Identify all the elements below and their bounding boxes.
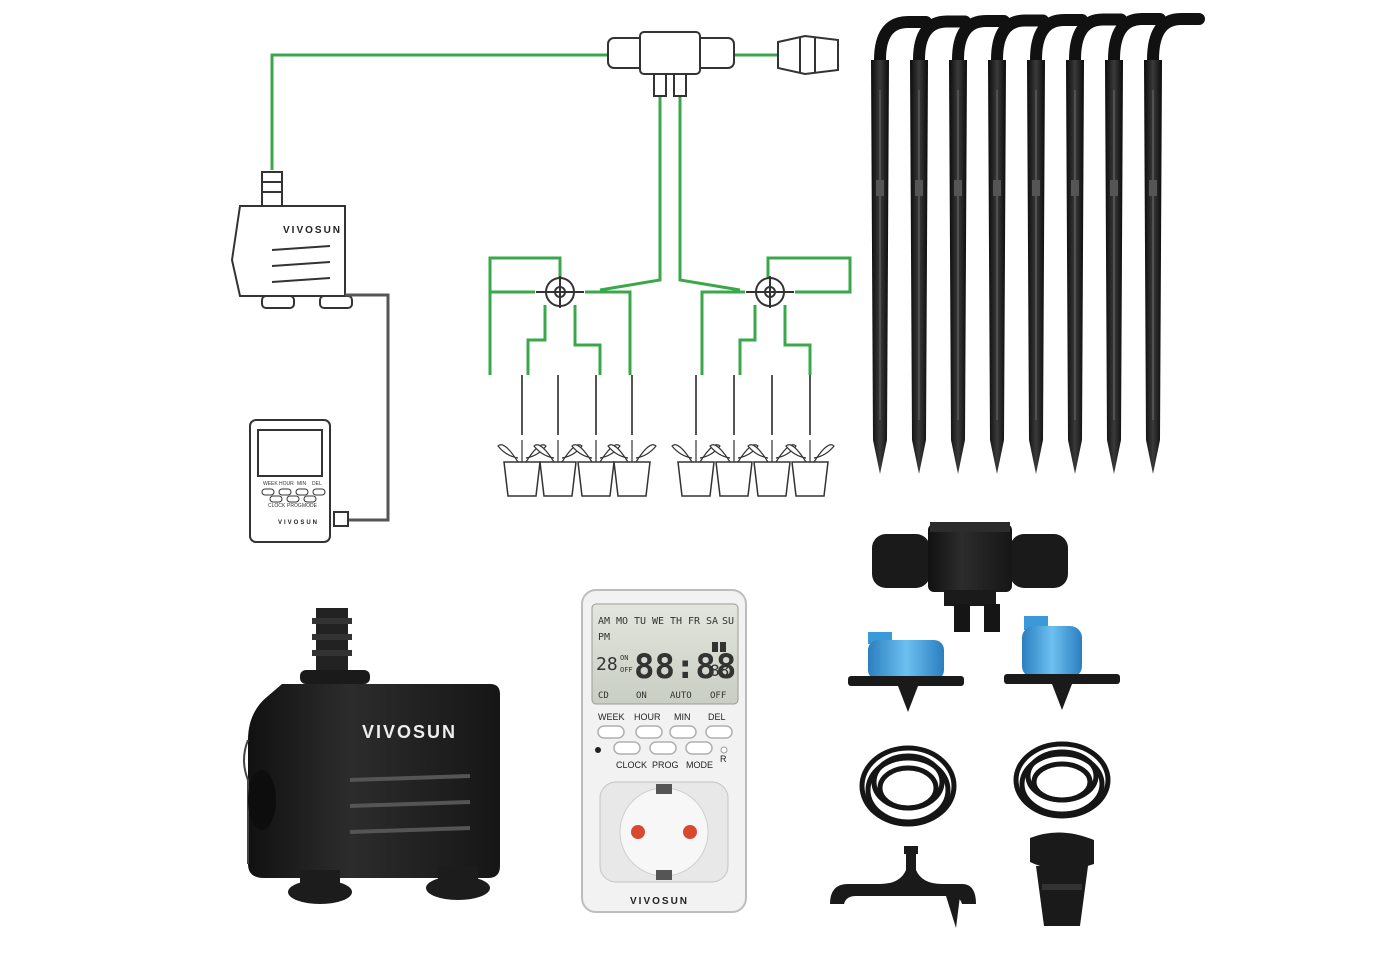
timer-socket xyxy=(599,781,729,883)
timer-brand-label: VIVOSUN xyxy=(630,896,689,907)
lcd-day-we: WE xyxy=(652,616,664,627)
timer-mode-button[interactable] xyxy=(685,741,713,755)
timer-label-mode: MODE xyxy=(686,760,713,770)
timer-del-button[interactable] xyxy=(705,725,733,739)
timer-label-week: WEEK xyxy=(598,712,625,722)
tubing-coil-left xyxy=(859,745,957,827)
diagram-end-plug xyxy=(777,34,839,76)
diagram-plant-pot xyxy=(533,375,583,497)
diagram-distributor-right xyxy=(746,276,794,308)
diagram-plant-pot xyxy=(497,375,547,497)
timer-label-del: DEL xyxy=(708,712,726,722)
lcd-day-am: AM xyxy=(598,616,610,627)
diagram-plant-pot xyxy=(709,375,759,497)
digital-timer: AM MO TU WE TH FR SA SU PM 28 ON OFF 88:… xyxy=(581,589,747,913)
lcd-on: ON xyxy=(636,691,647,701)
diagram-timer-btn-clock: CLOCK xyxy=(268,503,286,509)
timer-label-clock: CLOCK xyxy=(616,760,647,770)
lcd-off-indicator: OFF xyxy=(620,666,633,674)
drip-stake xyxy=(910,15,971,474)
lcd-day-number: 28 xyxy=(596,654,618,675)
tubing-coil-right xyxy=(1013,741,1111,819)
diagram-tee-connector xyxy=(607,31,735,97)
lcd-on-indicator: ON xyxy=(620,654,628,662)
lcd-day-su: SU xyxy=(722,616,734,627)
tee-connector xyxy=(872,522,1068,632)
lcd-time: 88:88 xyxy=(634,647,736,687)
lcd-day-sa: SA xyxy=(706,616,718,627)
diagram-tubing xyxy=(270,53,852,375)
drip-stake xyxy=(871,16,932,474)
diagram-power-cable xyxy=(345,293,390,522)
diagram-timer-brand: VIVOSUN xyxy=(278,520,319,526)
drip-stake xyxy=(1105,13,1166,474)
lcd-day-mo: MO xyxy=(616,616,628,627)
timer-label-reset: R xyxy=(720,754,727,764)
timer-clock-button[interactable] xyxy=(613,741,641,755)
timer-label-hour: HOUR xyxy=(634,712,661,722)
drip-emitter-right xyxy=(1004,616,1120,710)
diagram-distributor-left xyxy=(536,276,584,308)
drip-stake xyxy=(988,14,1049,474)
diagram-pump: VIVOSUN xyxy=(230,171,353,309)
diagram-timer-btn-mode: MODE xyxy=(302,503,318,509)
timer-prog-button[interactable] xyxy=(649,741,677,755)
irrigation-diagram: VIVOSUN WEEK HOUR MIN DEL CLOCK PROG MOD… xyxy=(230,31,852,543)
lcd-off: OFF xyxy=(710,691,726,701)
diagram-plant-pot xyxy=(571,375,621,497)
timer-reset-button[interactable] xyxy=(720,746,728,754)
drip-stakes-group xyxy=(871,13,1205,474)
diagram-pump-brand: VIVOSUN xyxy=(283,225,342,236)
timer-label-min: MIN xyxy=(674,712,691,722)
timer-led-icon xyxy=(595,747,601,753)
drip-emitter-left xyxy=(848,632,964,712)
tube-holder-stake xyxy=(830,846,976,928)
drip-stake xyxy=(949,15,1010,474)
lcd-auto: AUTO xyxy=(670,691,692,701)
drip-stake xyxy=(1144,13,1205,474)
timer-hour-button[interactable] xyxy=(635,725,663,739)
diagram-timer-btn-del: DEL xyxy=(312,481,322,487)
pump-brand-label: VIVOSUN xyxy=(362,722,457,742)
diagram-plant-pot xyxy=(607,375,657,497)
diagram-plant-pot xyxy=(747,375,797,497)
diagram-plant-pots xyxy=(497,375,835,497)
drip-stake xyxy=(1027,14,1088,474)
lcd-day-tu: TU xyxy=(634,616,646,627)
diagram-timer: WEEK HOUR MIN DEL CLOCK PROG MODE VIVOSU… xyxy=(249,419,349,543)
lcd-cd: CD xyxy=(598,691,609,701)
lcd-seconds: 88 xyxy=(710,661,729,680)
end-cap xyxy=(1030,832,1094,926)
diagram-timer-btn-hour: HOUR xyxy=(279,481,294,487)
timer-week-button[interactable] xyxy=(597,725,625,739)
lcd-day-fr: FR xyxy=(688,616,701,627)
lcd-day-th: TH xyxy=(670,616,682,627)
diagram-plant-pot xyxy=(785,375,835,497)
diagram-timer-btn-week: WEEK xyxy=(263,481,278,487)
drip-stake xyxy=(1066,13,1127,474)
diagram-timer-btn-min: MIN xyxy=(297,481,307,487)
diagram-timer-btn-prog: PROG xyxy=(287,503,302,509)
diagram-plant-pot xyxy=(671,375,721,497)
water-pump: VIVOSUN xyxy=(243,608,500,904)
timer-label-prog: PROG xyxy=(652,760,679,770)
lcd-pm: PM xyxy=(598,632,610,643)
timer-min-button[interactable] xyxy=(669,725,697,739)
